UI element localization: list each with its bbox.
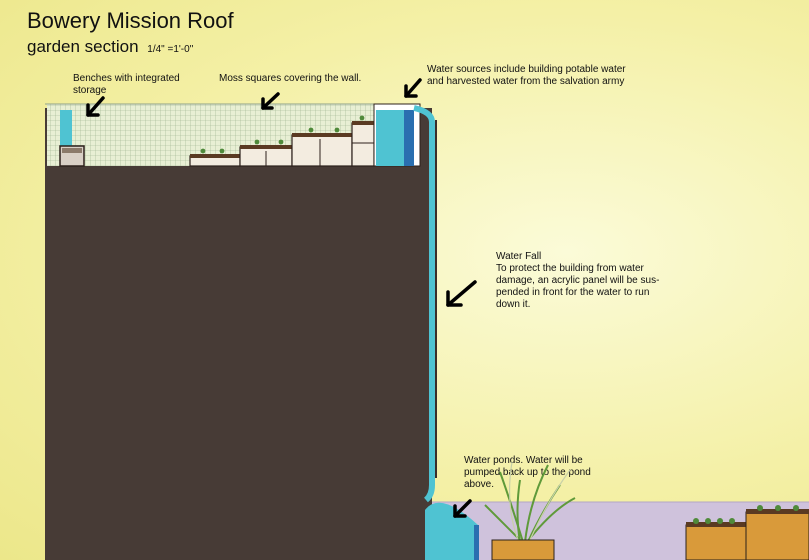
arrow-icon (261, 92, 280, 110)
arrow-icon (86, 96, 105, 117)
drawing-title: Bowery Mission Roof (27, 8, 234, 33)
waterfall (413, 105, 435, 503)
water-sources-note: Water sources include building potable w… (427, 64, 626, 87)
water-column-left (60, 110, 72, 148)
stepped-planters (189, 115, 375, 167)
planter-box-right (685, 524, 749, 560)
planter-box-tall (745, 511, 809, 560)
arrow-icon (404, 78, 422, 98)
benches-note: Benches with integrated storage (73, 73, 180, 96)
planter-box (491, 539, 555, 560)
drawing-subtitle: garden section 1/4" =1'-0" (27, 37, 193, 57)
upper-pond-water (376, 110, 406, 166)
scale-note: 1/4" =1'-0" (147, 44, 194, 55)
waterfall-body: To protect the building from water damag… (496, 263, 660, 310)
waterfall-note: Water Fall To protect the building from … (496, 251, 660, 311)
annotation-arrows (86, 78, 477, 518)
waterfall-title: Water Fall (496, 251, 542, 262)
arrow-icon (453, 499, 472, 518)
ponds-note: Water ponds. Water will be pumped back u… (464, 455, 591, 490)
moss-note: Moss squares covering the wall. (219, 73, 362, 84)
arrow-icon (446, 280, 477, 307)
subtitle-text: garden section (27, 37, 139, 56)
building-section (45, 108, 432, 560)
